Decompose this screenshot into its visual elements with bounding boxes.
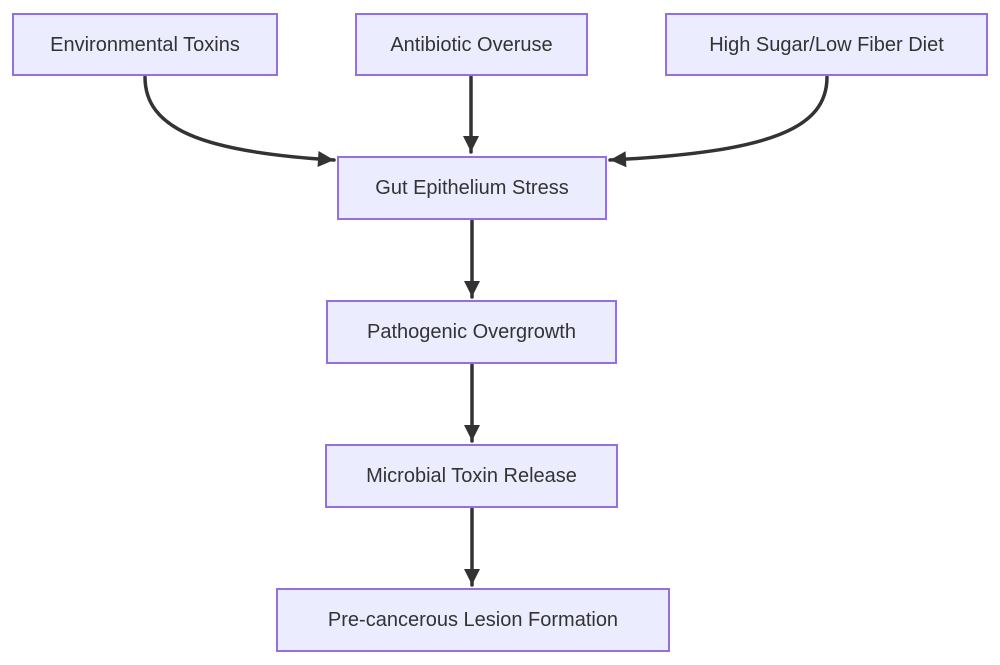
node-high-sugar-low-fiber-diet: High Sugar/Low Fiber Diet [665,13,988,76]
node-label-pre-cancerous-lesion-formation: Pre-cancerous Lesion Formation [327,609,619,631]
node-label-gut-epithelium-stress: Gut Epithelium Stress [375,177,569,199]
node-pathogenic-overgrowth: Pathogenic Overgrowth [326,300,617,364]
edge-high-sugar-low-fiber-diet-to-gut-epithelium-stress [608,75,829,168]
node-label-high-sugar-low-fiber-diet: High Sugar/Low Fiber Diet [709,33,944,56]
node-label-pathogenic-overgrowth: Pathogenic Overgrowth [366,321,576,343]
node-pre-cancerous-lesion-formation: Pre-cancerous Lesion Formation [276,588,670,652]
node-environmental-toxins: Environmental Toxins [12,13,278,76]
node-label-antibiotic-overuse: Antibiotic Overuse [390,33,553,56]
edge-environmental-toxins-to-gut-epithelium-stress [143,75,336,168]
node-label-microbial-toxin-release: Microbial Toxin Release [366,465,577,487]
node-antibiotic-overuse: Antibiotic Overuse [355,13,588,76]
node-gut-epithelium-stress: Gut Epithelium Stress [337,156,607,220]
node-microbial-toxin-release: Microbial Toxin Release [325,444,618,508]
node-label-environmental-toxins: Environmental Toxins [50,33,240,56]
